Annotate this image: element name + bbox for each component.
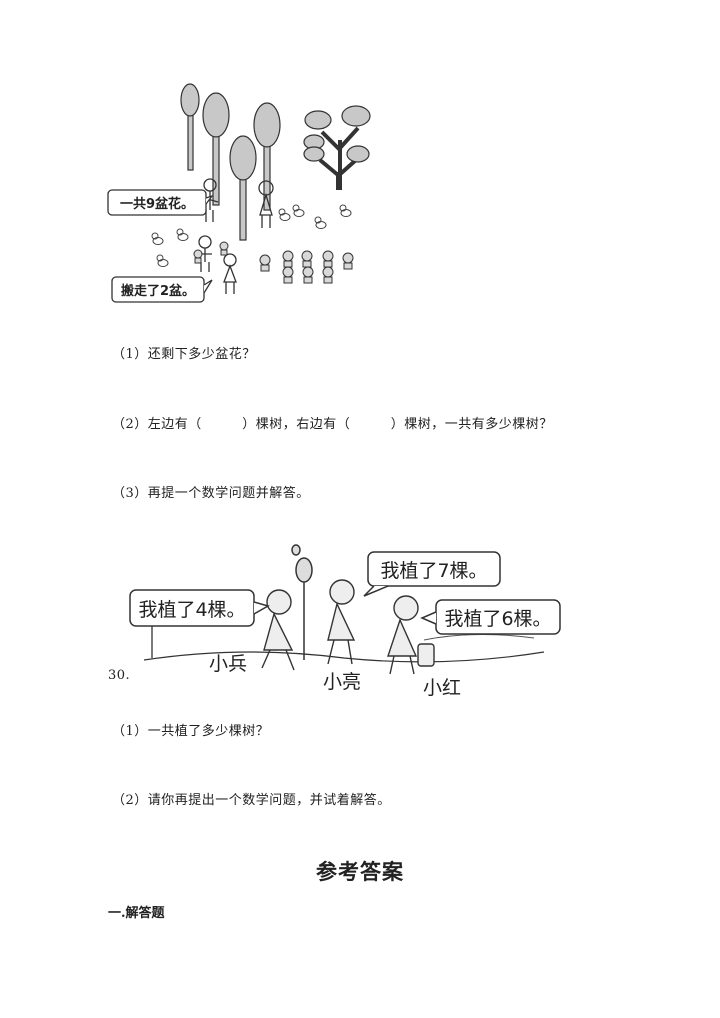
child-icon [258,180,274,228]
name-xiaobing: 小兵 [209,653,247,675]
chick-icon [156,254,169,267]
flower-pot-icon [282,266,294,284]
q29-sub1: （1）还剩下多少盆花？ [112,347,256,362]
child-icon [261,589,295,671]
tree-icon [303,145,370,190]
child-icon [387,595,435,675]
bubble-total: 一共9盆花。 [107,189,214,216]
tree-icon [180,83,200,171]
chick-icon [176,228,189,241]
bubble-total-text: 一共9盆花。 [120,196,194,212]
bubble-7: 我植了7棵。 [363,551,501,597]
name-xiaoliang: 小亮 [323,671,361,693]
q29-sub3: （3）再提一个数学问题并解答。 [112,486,310,501]
chick-icon [151,232,164,245]
flower-pot-icon [322,266,334,284]
name-xiaohong: 小红 [423,677,461,699]
chick-icon [314,216,327,229]
tree-icon [253,102,281,211]
flower-pot-icon [342,252,354,270]
bubble-6-text: 我植了6棵。 [444,608,551,630]
flower-pot-icon [282,250,294,268]
tree-icon [202,92,230,206]
child-icon [223,253,237,294]
bubble-7-text: 我植了7棵。 [380,560,487,582]
flower-pot-icon [193,249,203,264]
chick-icon [278,208,291,221]
bubble-moved: 搬走了2盆。 [111,276,213,303]
bubble-4: 我植了4棵。 [129,589,270,627]
tree-icon [229,135,257,241]
chick-icon [339,204,352,217]
q30-sub1: （1）一共植了多少棵树？ [112,724,270,739]
q29-sub2: （2）左边有（ ）棵树，右边有（ ）棵树，一共有多少棵树？ [112,417,553,432]
q30-number: 30. [108,668,131,683]
flower-pot-icon [219,241,229,256]
flower-pot-icon [259,254,271,272]
flower-pot-icon [302,266,314,284]
answer-title: 参考答案 [316,859,404,884]
tree-icon [291,544,313,660]
flowers-trees-illustration: 一共9盆花。 搬走了2盆。 [107,83,371,303]
child-icon [198,235,212,272]
bubble-4-text: 我植了4棵。 [138,599,245,621]
bubble-moved-text: 搬走了2盆。 [121,283,195,299]
chick-icon [292,204,305,217]
q30-sub2: （2）请你再提出一个数学问题，并试着解答。 [112,793,391,808]
flower-pot-icon [301,250,313,268]
child-icon [203,178,219,222]
flower-pot-icon [322,250,334,268]
section-title: 一.解答题 [108,906,165,921]
bubble-6: 我植了6棵。 [420,599,561,635]
tree-planting-illustration: 我植了7棵。 我植了4棵。 我植了6棵。 小兵 小亮 小红 [129,544,561,699]
child-icon [327,579,356,665]
